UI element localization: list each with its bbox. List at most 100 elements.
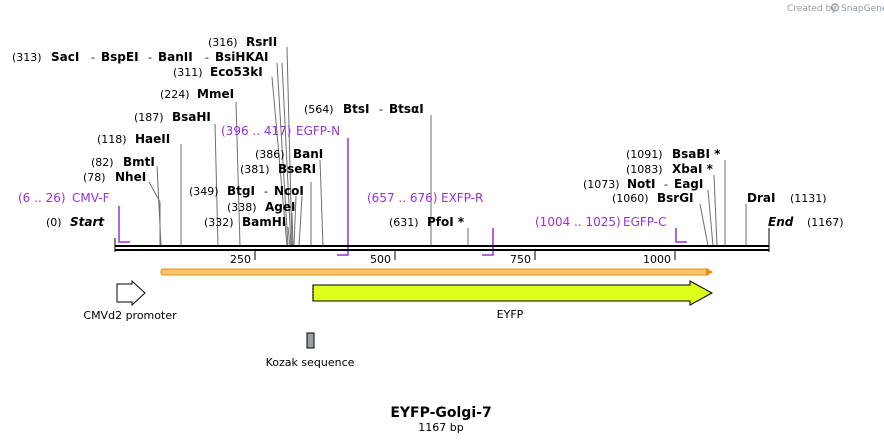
site-name-btsaI: BtsαI xyxy=(389,102,424,116)
site-line-bsaHI xyxy=(214,123,219,247)
tick-label-750: 750 xyxy=(510,253,531,266)
site-name-btgI: BtgI xyxy=(227,184,255,198)
orf-arrowhead xyxy=(706,268,713,276)
site-sep-1: - xyxy=(91,51,95,64)
site-pos-mmeI: (224) xyxy=(160,88,190,101)
site-pos-eco53kI: (311) xyxy=(173,66,203,79)
site-sep-2: - xyxy=(148,51,152,64)
site-name-bseRI: BseRI xyxy=(278,162,316,176)
site-name-draI: DraI xyxy=(747,191,775,205)
site-name-banI: BanI xyxy=(293,147,323,161)
site-lines xyxy=(148,46,747,247)
site-name-bmtI: BmtI xyxy=(123,155,155,169)
site-name-bsaHI: BsaHI xyxy=(172,110,211,124)
site-sep-6: - xyxy=(664,178,668,191)
site-line-sacI xyxy=(276,62,289,247)
site-pos-bseRI: (381) xyxy=(240,163,270,176)
site-name-banII: BanII xyxy=(158,50,193,64)
site-line-bsrGI xyxy=(699,203,709,247)
site-line-mmeI xyxy=(235,101,241,247)
site-name-ncoI: NcoI xyxy=(274,184,304,198)
site-pos-rsrII: (316) xyxy=(208,36,238,49)
site-name-bspEI: BspEI xyxy=(101,50,139,64)
site-name-bsrGI: BsrGI xyxy=(657,191,694,205)
feature-label-cmvd2: CMVd2 promoter xyxy=(83,309,177,322)
site-line-xbaI xyxy=(713,174,718,247)
site-sep-3: - xyxy=(205,51,209,64)
orf-bar xyxy=(160,268,710,276)
tick-label-250: 250 xyxy=(230,253,251,266)
site-sep-5: - xyxy=(264,185,268,198)
site-name-haeII: HaeII xyxy=(135,132,170,146)
site-line-banI xyxy=(319,159,324,247)
site-pos-bsaBI: (1091) xyxy=(626,148,663,161)
end-label: End xyxy=(768,215,794,229)
start-pos: (0) xyxy=(46,216,62,229)
primer-mark-egfpN xyxy=(337,138,349,256)
feature-eyfp-arrow[interactable] xyxy=(312,280,714,306)
site-pos-btgI: (349) xyxy=(189,185,219,198)
site-line-ageI xyxy=(291,212,294,247)
site-line-eco53kI xyxy=(271,76,288,247)
primer-marks xyxy=(118,138,687,256)
site-pos-btsI: (564) xyxy=(304,103,334,116)
site-name-bsiHKAI: BsiHKAI xyxy=(215,50,269,64)
site-name-pfoI: PfoI * xyxy=(427,215,465,229)
site-name-notI: NotI xyxy=(627,177,656,191)
site-name-btsI: BtsI xyxy=(343,102,370,116)
site-name-mmeI: MmeI xyxy=(197,87,234,101)
site-pos-xbaI: (1083) xyxy=(626,163,663,176)
created-by-credit: Created by xyxy=(787,4,837,14)
primer-name-egfpC: EGFP-C xyxy=(623,215,666,229)
primer-name-exfpR: EXFP-R xyxy=(441,191,483,205)
site-sep-4: - xyxy=(379,103,383,116)
site-line-bsiHKAI xyxy=(281,62,292,247)
site-line-bamHI xyxy=(287,226,291,247)
site-line-ncoI xyxy=(298,195,303,247)
site-name-bamHI: BamHI xyxy=(242,215,286,229)
tick-label-1000: 1000 xyxy=(643,253,671,266)
primer-range-egfpC: (1004 .. 1025) xyxy=(535,215,621,229)
primer-mark-cmvF xyxy=(118,206,130,243)
site-line-bmtI xyxy=(156,165,162,247)
site-line-rsrII xyxy=(286,46,293,247)
site-name-eco53kI: Eco53kI xyxy=(210,65,263,79)
snapgene-brand: SnapGene xyxy=(841,4,884,14)
site-name-rsrII: RsrII xyxy=(246,35,277,49)
site-line-btgI xyxy=(293,195,297,247)
feature-kozak-box[interactable] xyxy=(306,332,315,349)
site-name-nheI: NheI xyxy=(115,170,146,184)
start-label: Start xyxy=(70,215,105,229)
site-pos-notI: (1073) xyxy=(583,178,620,191)
site-name-ageI: AgeI xyxy=(265,200,295,214)
primer-range-egfpN: (396 .. 417) xyxy=(221,124,291,138)
dna-backbone-top xyxy=(115,245,769,247)
map-length: 1167 bp xyxy=(418,421,463,434)
site-name-sacI: SacI xyxy=(51,50,79,64)
end-pos: (1167) xyxy=(807,216,844,229)
site-pos-nheI: (78) xyxy=(83,171,106,184)
dna-backbone-bottom xyxy=(115,249,769,251)
feature-label-eyfp: EYFP xyxy=(497,308,524,321)
site-pos-bamHI: (332) xyxy=(204,216,234,229)
primer-name-egfpN: EGFP-N xyxy=(296,124,340,138)
site-pos-bsaHI: (187) xyxy=(134,111,164,124)
feature-label-kozak: Kozak sequence xyxy=(266,356,355,369)
site-pos-pfoI: (631) xyxy=(389,216,419,229)
primer-mark-exfpR xyxy=(482,228,494,256)
site-pos-sacI: (313) xyxy=(12,51,42,64)
site-pos-haeII: (118) xyxy=(97,133,127,146)
site-pos-bsrGI: (1060) xyxy=(612,192,649,205)
site-name-bsaBI: BsaBI * xyxy=(672,147,721,161)
tick-label-500: 500 xyxy=(370,253,391,266)
map-title: EYFP-Golgi-7 xyxy=(390,405,491,421)
site-line-notI xyxy=(707,189,714,247)
site-pos-ageI: (338) xyxy=(227,201,257,214)
site-name-eagI: EagI xyxy=(674,177,703,191)
primer-range-exfpR: (657 .. 676) xyxy=(367,191,437,205)
feature-cmvd2-promoter[interactable] xyxy=(116,279,146,307)
primer-range-cmvF: (6 .. 26) xyxy=(18,191,66,205)
snapgene-logo-icon xyxy=(830,3,840,12)
site-name-xbaI: XbaI * xyxy=(672,162,714,176)
